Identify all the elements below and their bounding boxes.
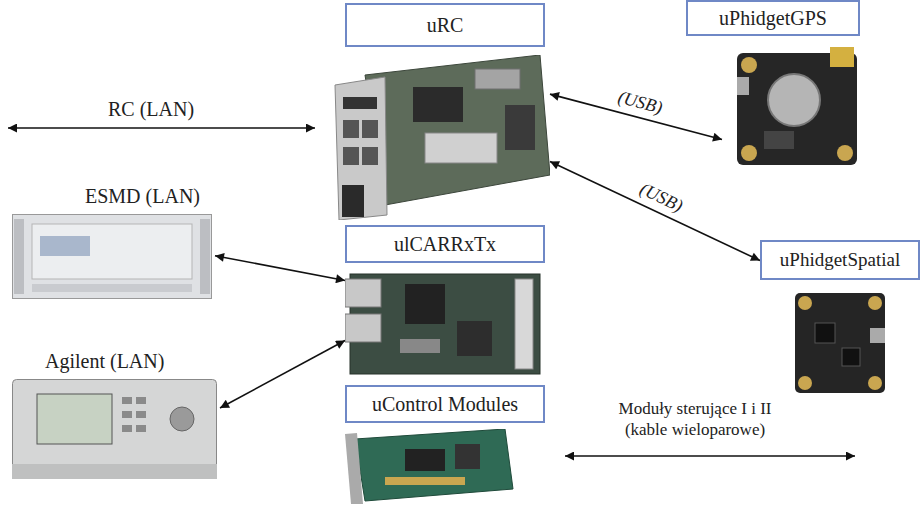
board [737, 53, 857, 165]
board [355, 429, 513, 501]
front-panel [335, 77, 387, 220]
carrier-picture [345, 269, 545, 379]
label-box: uPhidgetGPS [686, 0, 860, 36]
button [122, 411, 132, 418]
foot-strip [32, 284, 192, 292]
chip [413, 87, 463, 122]
label-box: ulCARRxTx [345, 225, 545, 263]
module-box: uPhidgetGPS [722, 0, 866, 170]
spatial-picture [790, 288, 890, 398]
front-panel [32, 224, 192, 279]
port [343, 147, 359, 165]
pad [741, 145, 757, 161]
foot-strip [12, 464, 217, 479]
housing [13, 215, 212, 299]
chip [815, 323, 835, 343]
bracket [345, 433, 363, 504]
device-heading: Agilent (LAN) [10, 350, 220, 373]
port [343, 120, 359, 138]
connector [215, 256, 345, 281]
chip [842, 348, 860, 366]
connector [515, 279, 533, 369]
edge-label: (USB) [634, 178, 689, 218]
screen [37, 394, 112, 444]
connector [550, 161, 760, 260]
module-box: uPhidgetSpatial [760, 240, 920, 398]
button [136, 411, 146, 418]
module-name: ulCARRxTx [394, 233, 496, 256]
button [136, 425, 146, 432]
chip [405, 449, 445, 471]
pad [798, 296, 812, 310]
pad [837, 145, 853, 161]
button [122, 425, 132, 432]
module-name: uPhidgetSpatial [780, 249, 900, 271]
knob [170, 407, 194, 431]
receiver-picture [12, 214, 212, 299]
heat-spreader [425, 133, 497, 163]
device-node: Agilent (LAN) [10, 350, 220, 479]
chip [457, 321, 492, 356]
connector [475, 69, 520, 89]
button [122, 397, 132, 404]
device-node: ESMD (LAN) [10, 185, 215, 299]
housing [13, 380, 217, 479]
chip [764, 131, 794, 149]
sma-connector [830, 47, 854, 67]
device-heading: ESMD (LAN) [10, 185, 215, 208]
module-name: uRC [427, 14, 464, 37]
module-name: uPhidgetGPS [719, 7, 827, 30]
board-picture [325, 55, 550, 220]
handle [200, 219, 210, 294]
control-card-picture [345, 429, 515, 504]
edge-connector [385, 477, 465, 485]
chip [505, 105, 535, 150]
usb-port [870, 328, 885, 343]
chip [455, 444, 480, 469]
connection-label: RC (LAN) [108, 97, 194, 122]
port [362, 120, 378, 138]
port [343, 97, 377, 109]
button [136, 397, 146, 404]
cable-line [565, 455, 855, 457]
module-name: uControl Modules [372, 393, 518, 416]
port [362, 147, 378, 165]
usb-port [737, 77, 749, 95]
pad [741, 57, 757, 73]
module-box: ulCARRxTx [345, 225, 545, 379]
handle [342, 185, 364, 217]
connection-label: Moduły sterujące I i II (kable wieloparo… [605, 398, 785, 441]
chip [405, 284, 445, 324]
coin-cell [768, 74, 820, 126]
pad [798, 376, 812, 390]
connector [220, 341, 345, 409]
pad [868, 296, 882, 310]
label-box: uControl Modules [345, 385, 545, 423]
board [795, 293, 885, 393]
board [365, 55, 550, 205]
rj45-port [345, 314, 381, 342]
gps-picture [732, 45, 862, 170]
lan-line [8, 127, 315, 129]
logo-plate [40, 236, 90, 256]
label-box: uPhidgetSpatial [760, 240, 920, 280]
handle [14, 219, 24, 294]
component [400, 339, 440, 353]
module-box: uRC [320, 3, 550, 220]
pad [868, 376, 882, 390]
generator-picture [12, 379, 217, 479]
module-box: uControl Modules [345, 385, 545, 504]
label-box: uRC [345, 3, 545, 47]
rj45-port [345, 279, 381, 307]
edge-label: (USB) [612, 87, 666, 119]
